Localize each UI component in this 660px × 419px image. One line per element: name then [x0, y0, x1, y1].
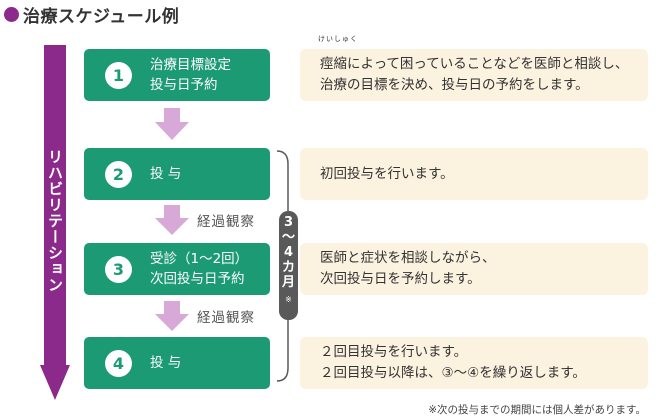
step-1-description: 痙縮によって困っていることなどを医師と相談し、 治療の目標を決め、投与日の予約を… — [300, 49, 648, 101]
period-char: 〜 — [281, 230, 295, 245]
step-4-number: 4 — [105, 349, 132, 377]
step-4-box: 4 投 与 — [84, 337, 270, 389]
page-title: 治療スケジュール例 — [23, 6, 180, 27]
period-note-mark: ※ — [285, 295, 292, 304]
step-2-description: 初回投与を行います。 — [300, 148, 648, 200]
step-2-box: 2 投 与 — [84, 148, 270, 200]
period-char: 3 — [283, 215, 294, 230]
step-4-label: 投 与 — [150, 355, 182, 371]
bullet-dot-icon — [4, 6, 19, 22]
step-1-box: 1 治療目標設定 投与日予約 — [84, 49, 270, 101]
down-arrow-icon — [155, 108, 189, 140]
observation-label: 経過観察 — [197, 310, 255, 326]
step-3-number: 3 — [105, 255, 132, 283]
vertical-arrow-icon — [40, 45, 70, 400]
down-arrow-icon — [155, 205, 189, 235]
period-badge: 3 〜 4 カ 月 ※ — [279, 211, 298, 320]
step-1-number: 1 — [105, 61, 132, 89]
step-2-number: 2 — [105, 160, 132, 188]
period-char: 4 — [283, 245, 294, 260]
period-char: カ — [281, 260, 295, 275]
step-3-box: 3 受診（1～2回） 次回投与日予約 — [84, 243, 270, 295]
rehabilitation-label: リハビリテーション — [46, 149, 64, 293]
title-row: 治療スケジュール例 — [4, 2, 180, 27]
step-2-label: 投 与 — [150, 166, 182, 182]
step-1-label: 治療目標設定 投与日予約 — [150, 57, 231, 93]
rehabilitation-arrow: リハビリテーション — [40, 45, 70, 400]
down-arrow-icon — [155, 301, 189, 331]
step-4-description: ２回目投与を行います。 ２回目投与以降は、③～④を繰り返します。 — [300, 337, 648, 389]
step-3-description: 医師と症状を相談しながら、 次回投与日を予約します。 — [300, 243, 648, 295]
step-3-label: 受診（1～2回） 次回投与日予約 — [150, 251, 249, 287]
observation-label: 経過観察 — [197, 214, 255, 230]
furigana-label: けいしゅく — [318, 35, 358, 43]
footnote: ※次の投与までの期間には個人差があります。 — [428, 404, 646, 416]
period-char: 月 — [281, 275, 295, 290]
